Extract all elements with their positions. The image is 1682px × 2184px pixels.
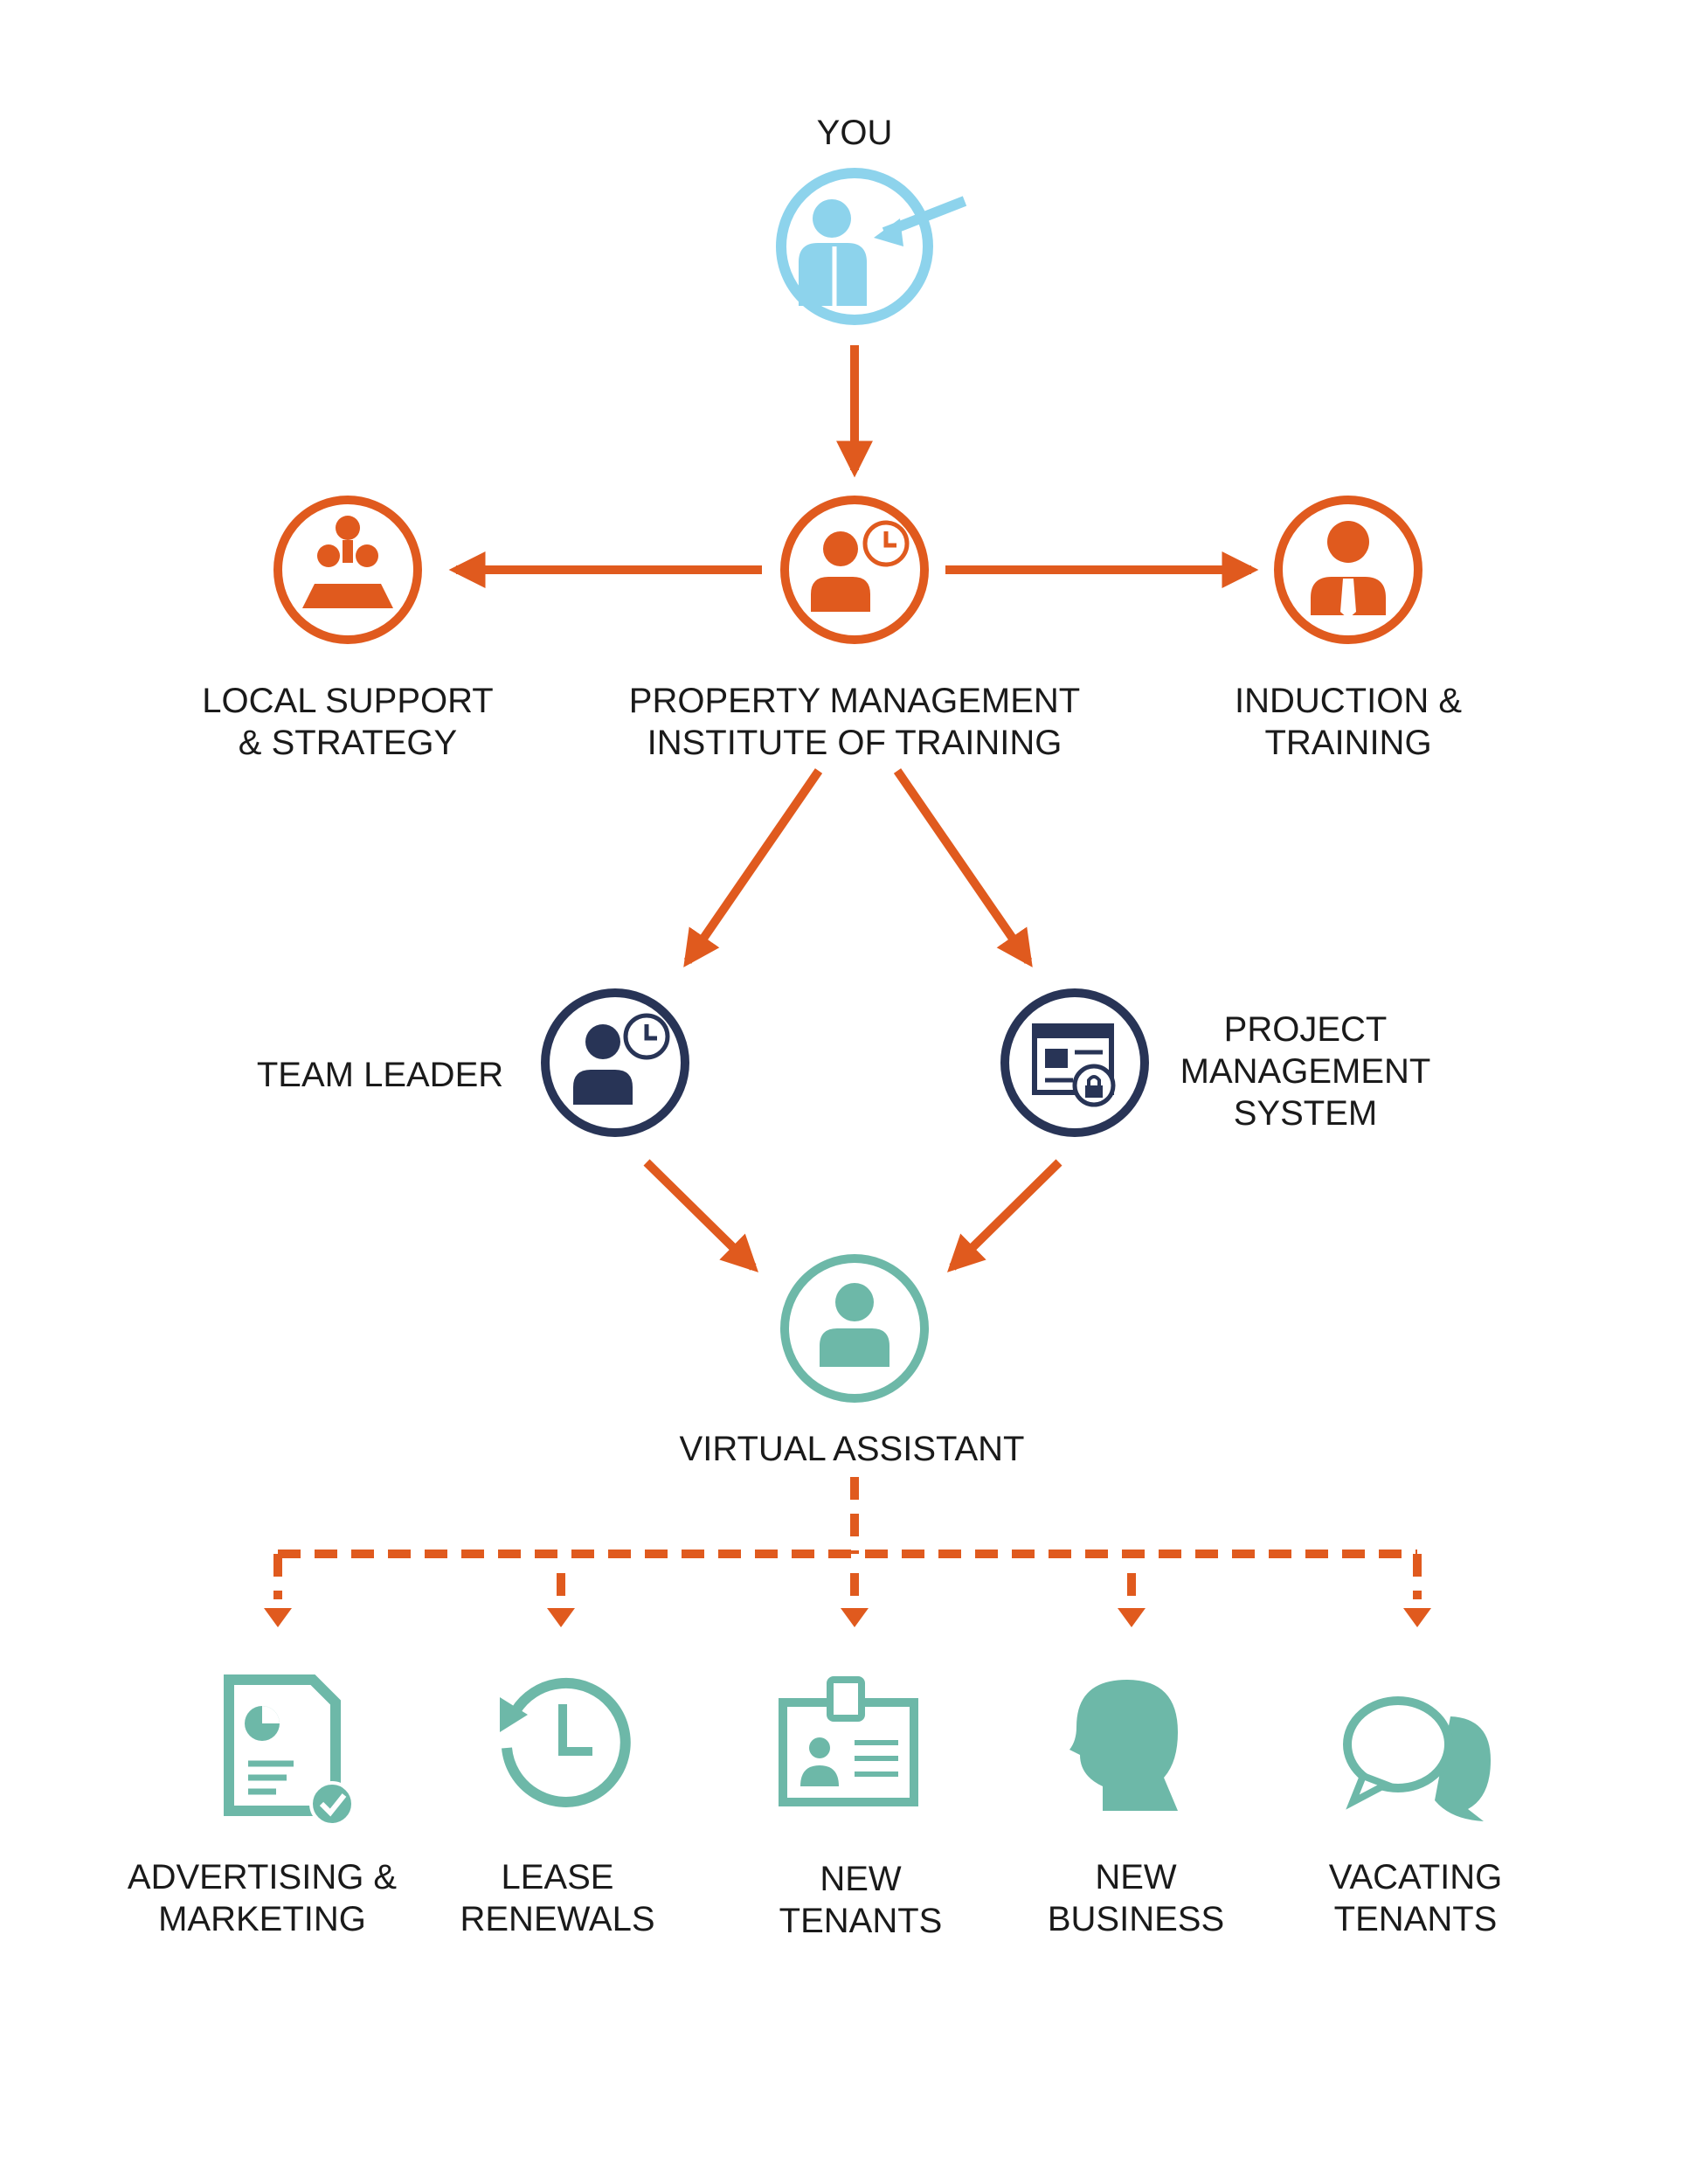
node-pms-ring (1000, 988, 1149, 1137)
presenter-icon (799, 196, 967, 306)
label-induction: INDUCTION & TRAINING (1235, 682, 1462, 762)
arrowhead-new-tenants (841, 1608, 869, 1627)
person-clock-icon (573, 1013, 670, 1105)
edge-pmit-to-pms (893, 768, 1033, 967)
head-profile-icon (1069, 1680, 1178, 1811)
node-induction (1274, 496, 1422, 644)
dashed-edges (273, 1477, 1422, 1599)
edge-team-leader-to-va (643, 1159, 758, 1272)
label-new-tenants: NEW TENANTS (779, 1860, 943, 1940)
history-clock-icon (500, 1677, 631, 1807)
secure-window-icon (1032, 1023, 1116, 1107)
dashed-arrowheads (264, 1608, 1431, 1627)
node-you (776, 168, 967, 325)
label-advertising: ADVERTISING & MARKETING (127, 1858, 398, 1938)
businessman-icon (1311, 521, 1386, 619)
node-pmit (780, 496, 929, 644)
label-local-support: LOCAL SUPPORT & STRATEGY (202, 682, 494, 762)
node-you-ring (776, 168, 933, 325)
person-clock-icon (811, 520, 910, 612)
report-check-icon (224, 1674, 355, 1827)
node-pms (1000, 988, 1149, 1137)
arrowhead-lease (547, 1608, 575, 1627)
arrowhead-new-business (1118, 1608, 1146, 1627)
node-pmit-ring (780, 496, 929, 644)
chat-bubbles-icon (1343, 1696, 1491, 1821)
label-pmit: PROPERTY MANAGEMENT INSTITUTE OF TRAININ… (628, 682, 1081, 762)
node-team-leader-ring (541, 988, 689, 1137)
user-icon (820, 1283, 889, 1367)
meeting-table-icon (302, 516, 393, 608)
label-team-leader: TEAM LEADER (256, 1056, 504, 1094)
node-team-leader (541, 988, 689, 1137)
node-va (780, 1254, 929, 1403)
id-badge-icon (779, 1676, 918, 1806)
edge-pmit-to-team-leader (683, 768, 823, 967)
node-va-ring (780, 1254, 929, 1403)
node-local-support (273, 496, 422, 644)
arrowhead-advertising (264, 1608, 292, 1627)
label-you: YOU (816, 114, 893, 152)
node-local-support-ring (273, 496, 422, 644)
label-pms: PROJECT MANAGEMENT SYSTEM (1180, 1010, 1431, 1133)
edges (448, 345, 1259, 1272)
arrowhead-vacating (1403, 1608, 1431, 1627)
node-induction-ring (1274, 496, 1422, 644)
label-va: VIRTUAL ASSISTANT (679, 1430, 1025, 1468)
edge-pms-to-va (947, 1159, 1062, 1272)
label-vacating: VACATING TENANTS (1328, 1858, 1503, 1938)
label-lease: LEASE RENEWALS (460, 1858, 655, 1938)
label-new-business: NEW BUSINESS (1047, 1858, 1225, 1938)
